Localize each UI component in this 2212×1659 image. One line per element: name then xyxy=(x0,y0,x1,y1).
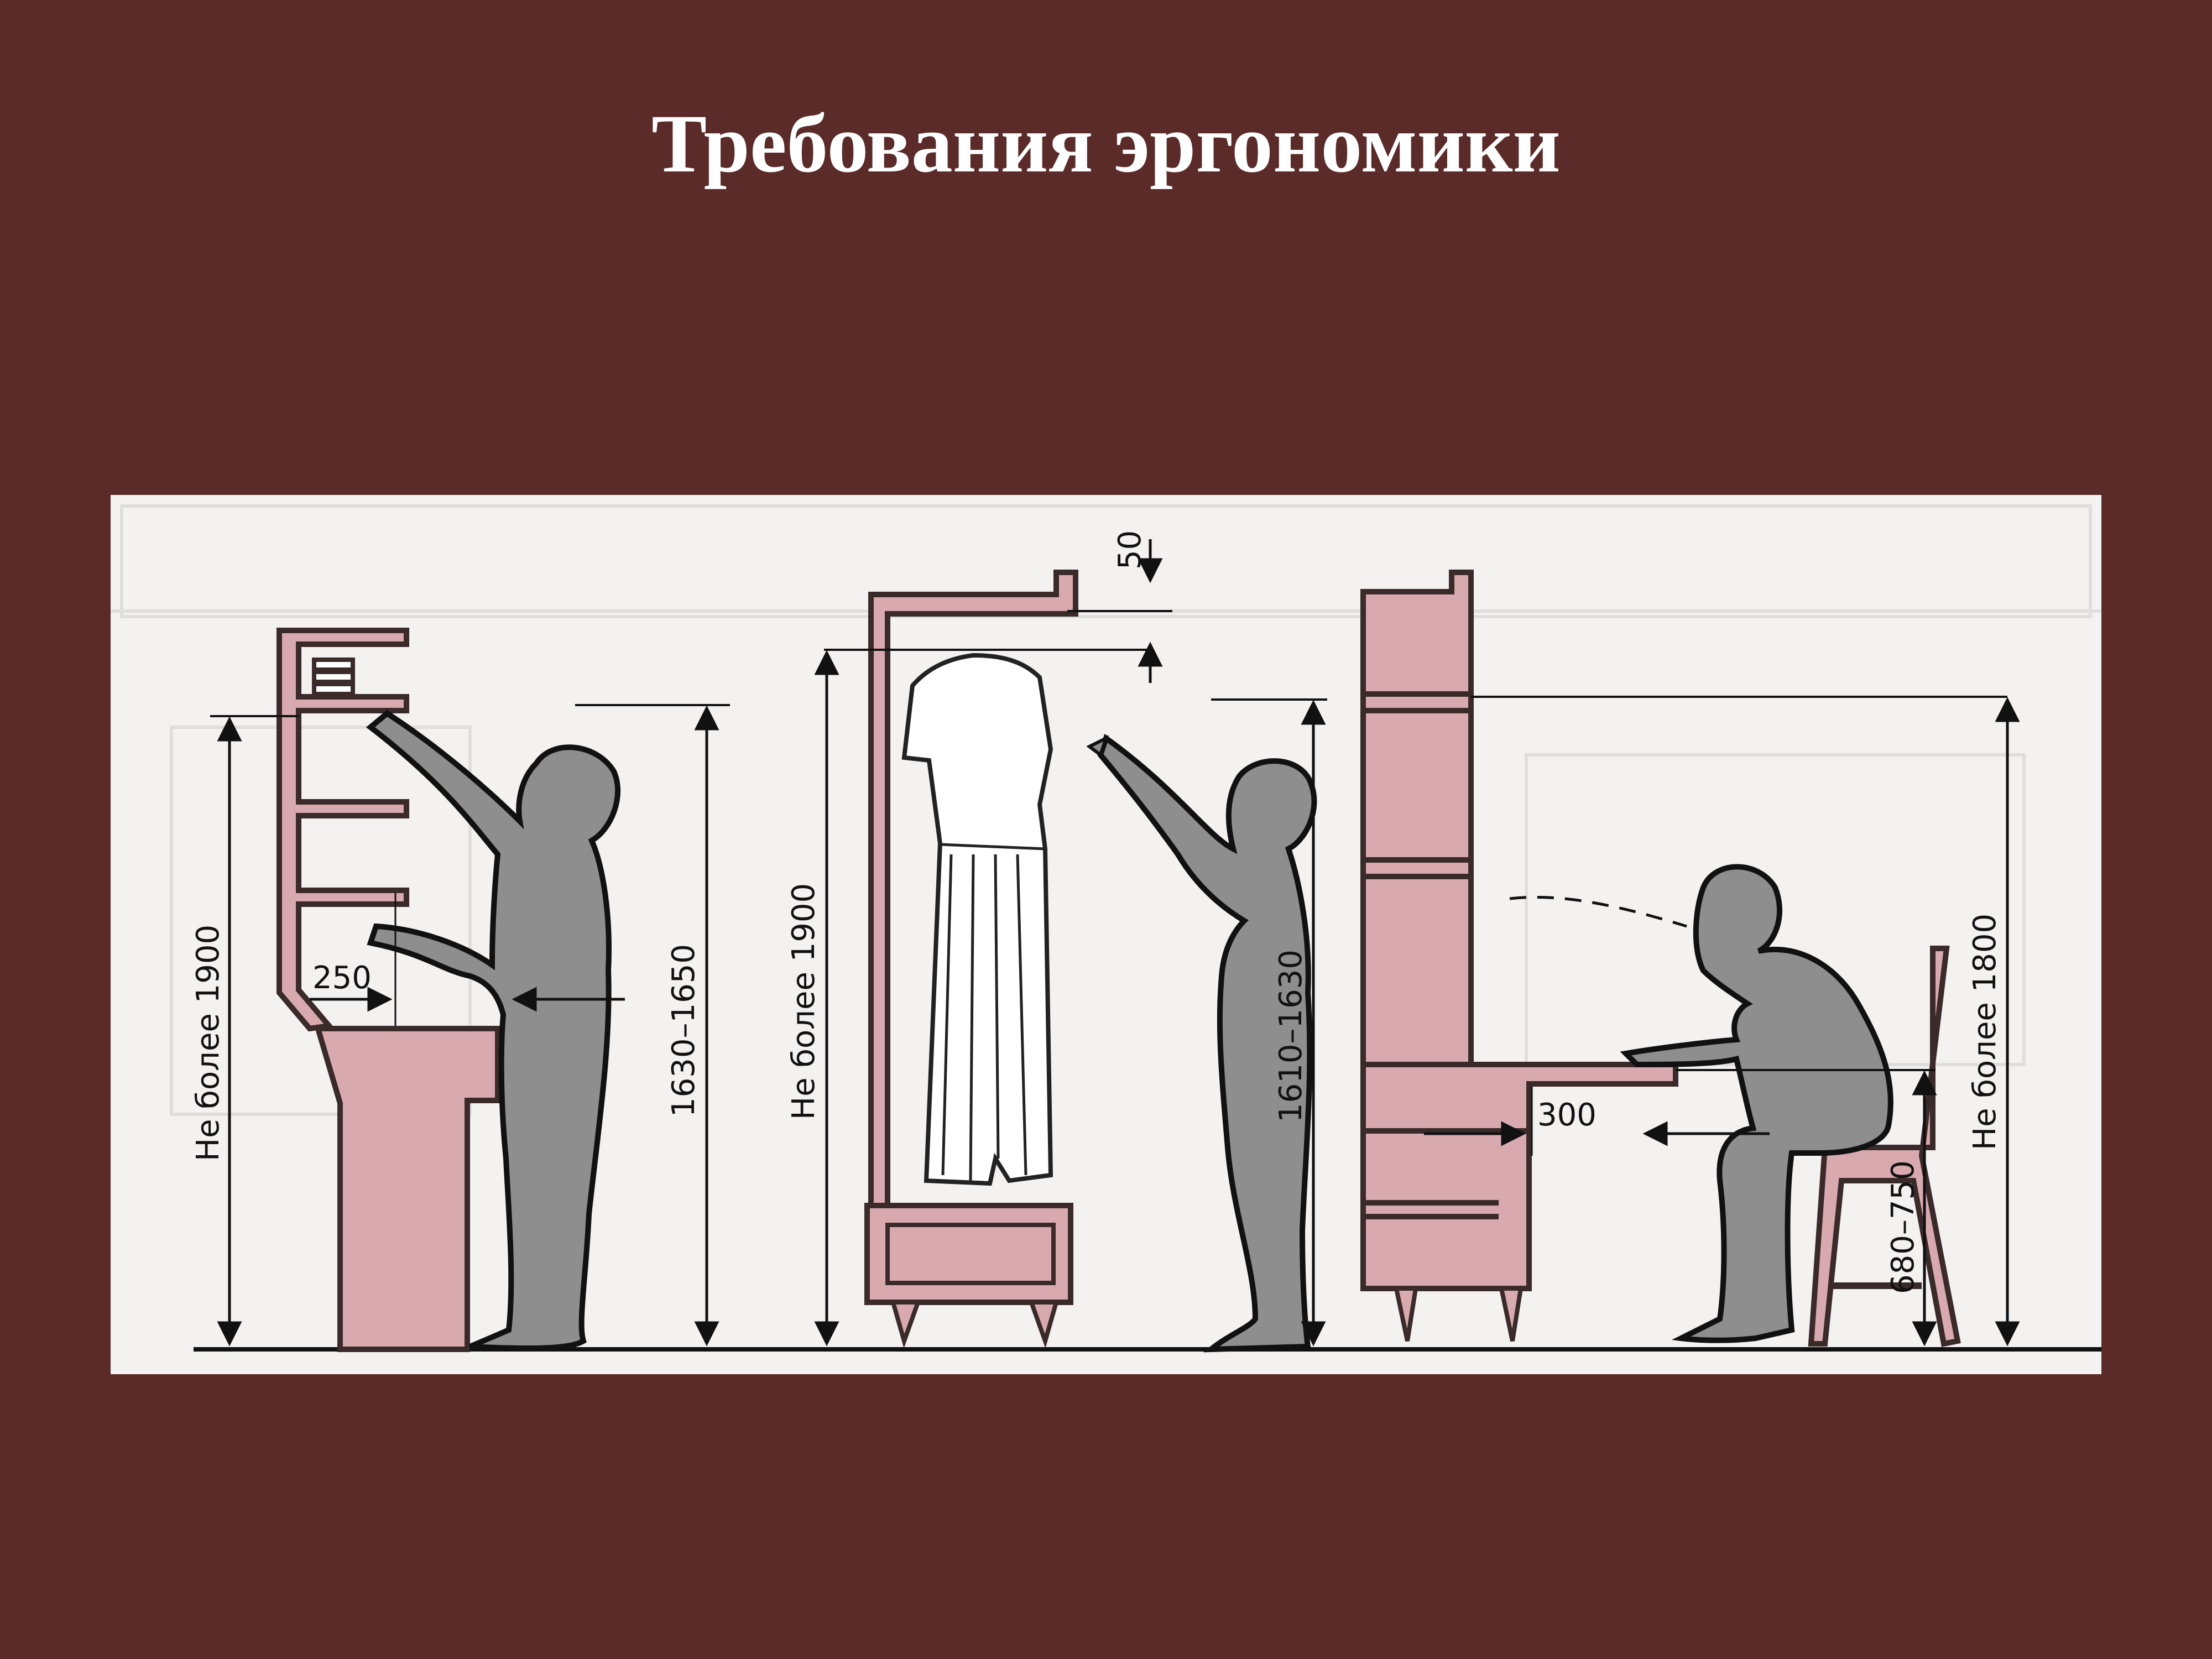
dim-label-reach-height-s2: 1610–1630 xyxy=(1273,950,1309,1123)
slide-title: Требования эргономики xyxy=(651,98,1561,190)
dim-label-reach-height-s1: 1630–1650 xyxy=(666,944,702,1117)
dim-label-height-max-s2: Не более 1900 xyxy=(786,883,822,1120)
dim-label-height-max-s3: Не более 1800 xyxy=(1967,914,2003,1150)
dim-label-top-clearance-s2: 50 xyxy=(1112,530,1148,570)
seated-person-figure xyxy=(1620,864,1893,1343)
scene-1-kitchen-shelf: Не более 1900 1630–1650 250 xyxy=(190,628,730,1352)
wall-shelf-unit xyxy=(276,628,409,1032)
scene-3-desk: 300 680–750 Не более 1800 xyxy=(1360,570,2020,1347)
lower-cabinet xyxy=(314,1026,500,1352)
dim-label-depth-s1: 250 xyxy=(312,960,372,996)
dim-label-depth-s3: 300 xyxy=(1537,1097,1597,1133)
scene-2-wardrobe: 50 Не более 1900 1610–1630 xyxy=(786,530,1327,1353)
standing-person-figure-1 xyxy=(366,709,621,1351)
dim-label-height-max-s1: Не более 1900 xyxy=(190,925,226,1161)
desk-tall-unit xyxy=(1360,570,1474,1067)
plates-icon xyxy=(312,658,355,696)
ergonomics-diagram: Не более 1900 1630–1650 250 xyxy=(111,495,2101,1374)
desk-drawers xyxy=(1360,1062,1678,1291)
dim-label-table-height-s3: 680–750 xyxy=(1885,1160,1921,1294)
dress-icon xyxy=(901,653,1053,1186)
